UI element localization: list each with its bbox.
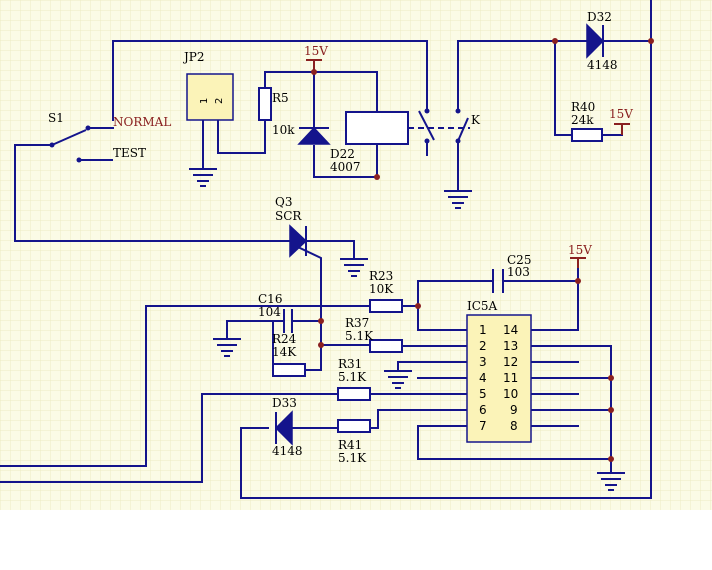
power-15v-ic: 15V xyxy=(568,243,592,268)
scr-q3: Q3 SCR xyxy=(275,195,308,258)
r40-label: R40 xyxy=(571,100,595,114)
ic-pin-6: 6 xyxy=(479,403,487,417)
r23-label: R23 xyxy=(369,269,393,283)
capacitor-c16: C16 104 xyxy=(258,292,293,333)
ic-pin-12: 12 xyxy=(503,355,518,369)
r23-value: 10K xyxy=(369,282,394,296)
ic5a-label: IC5A xyxy=(467,299,498,313)
diode-d22: D22 4007 xyxy=(297,126,361,174)
s1-normal-label: NORMAL xyxy=(113,115,171,129)
ic-pin-13: 13 xyxy=(503,339,518,353)
ground-symbol xyxy=(597,472,625,491)
ic-pin-3: 3 xyxy=(479,355,487,369)
c25-label: C25 xyxy=(507,253,531,267)
r5-value: 10k xyxy=(272,123,295,137)
d33-label: D33 xyxy=(272,396,297,410)
c16-value: 104 xyxy=(258,305,281,319)
ic-pin-4: 4 xyxy=(479,371,487,385)
resistor-r31: R31 5.1K xyxy=(337,357,371,401)
ic-pin-1: 1 xyxy=(479,323,487,337)
power-label: 15V xyxy=(568,243,592,257)
grid-lines xyxy=(0,0,712,510)
power-15v-r40: 15V xyxy=(609,107,633,135)
resistor-r40: R40 24k xyxy=(571,100,603,142)
c16-label: C16 xyxy=(258,292,282,306)
r31-value: 5.1K xyxy=(338,370,367,384)
r41-value: 5.1K xyxy=(338,451,367,465)
ground-symbol xyxy=(444,190,472,209)
d32-label: D32 xyxy=(587,10,612,24)
jp2-pin1: 1 xyxy=(199,98,210,104)
resistor-r41: R41 5.1K xyxy=(337,419,371,465)
resistor-r37: R37 5.1K xyxy=(345,316,403,353)
c25-value: 103 xyxy=(507,265,530,279)
capacitor-c25: C25 103 xyxy=(492,253,531,293)
r37-value: 5.1K xyxy=(345,329,374,343)
d22-label: D22 xyxy=(330,147,355,161)
r41-label: R41 xyxy=(338,438,362,452)
ic-pin-9: 9 xyxy=(510,403,518,417)
ground-symbol xyxy=(189,168,217,187)
relay-label: K xyxy=(471,113,481,127)
diode-d33: D33 4148 xyxy=(272,396,303,458)
jumper-jp2: 1 2 JP2 xyxy=(182,50,234,121)
r24-value: 14K xyxy=(272,345,297,359)
resistor-r5: R5 10k xyxy=(258,87,295,137)
ic-pin-2: 2 xyxy=(479,339,487,353)
s1-test-label: TEST xyxy=(113,146,146,160)
d22-value: 4007 xyxy=(330,160,361,174)
power-15v-top: 15V xyxy=(304,44,328,72)
junction-dots xyxy=(311,38,654,462)
r24-label: R24 xyxy=(272,332,297,346)
power-label: 15V xyxy=(304,44,328,58)
ground-symbol xyxy=(340,258,368,277)
ic-ic5a: IC5A 1 2 3 4 5 6 7 14 13 12 11 10 9 8 xyxy=(466,299,532,443)
resistor-r23: R23 10K xyxy=(369,269,403,313)
ic5a-left-pins: 1 2 3 4 5 6 7 xyxy=(479,323,487,433)
power-label: 15V xyxy=(609,107,633,121)
ic-pin-10: 10 xyxy=(503,387,518,401)
ic-pin-14: 14 xyxy=(503,323,518,337)
s1-label: S1 xyxy=(48,111,64,125)
ic-pin-11: 11 xyxy=(503,371,518,385)
switch-s1: S1 NORMAL TEST xyxy=(48,111,171,163)
jp2-label: JP2 xyxy=(182,50,205,64)
jp2-pin2: 2 xyxy=(214,98,225,104)
ic-pin-7: 7 xyxy=(479,419,487,433)
d33-value: 4148 xyxy=(272,444,303,458)
ic-pin-8: 8 xyxy=(510,419,518,433)
q3-label: Q3 xyxy=(275,195,292,209)
relay-k: K xyxy=(345,105,481,147)
q3-value: SCR xyxy=(275,209,302,223)
ground-symbol xyxy=(384,370,412,389)
resistor-r24: R24 14K xyxy=(272,332,306,377)
ic5a-right-pins: 14 13 12 11 10 9 8 xyxy=(503,323,518,433)
r5-label: R5 xyxy=(272,91,289,105)
r31-label: R31 xyxy=(338,357,362,371)
ground-symbol xyxy=(213,338,241,357)
diode-d32: D32 4148 xyxy=(586,10,618,72)
r37-label: R37 xyxy=(345,316,369,330)
d32-value: 4148 xyxy=(587,58,618,72)
ic-pin-5: 5 xyxy=(479,387,487,401)
r40-value: 24k xyxy=(571,113,594,127)
